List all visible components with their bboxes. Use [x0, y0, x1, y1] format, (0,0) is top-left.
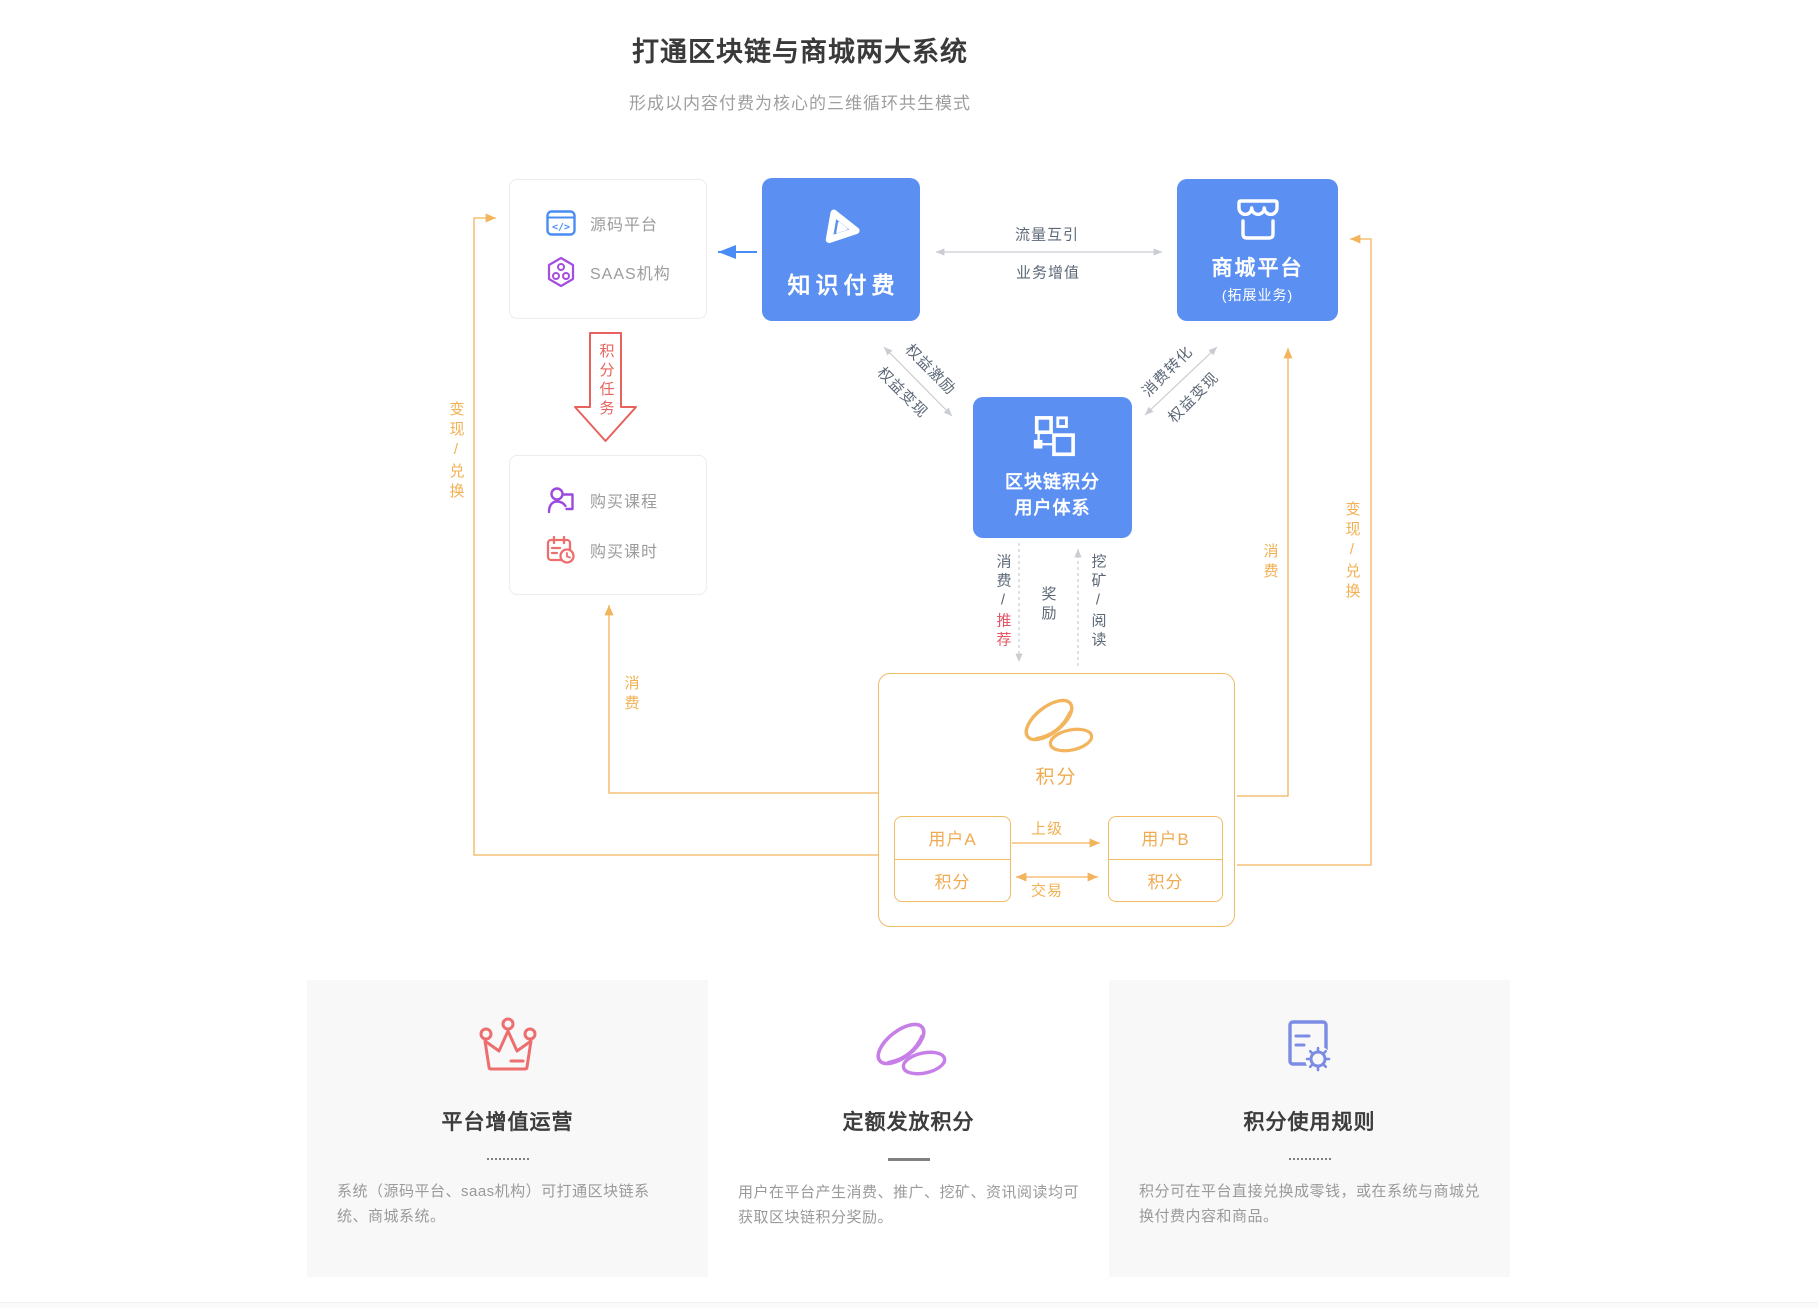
storefront-icon — [1236, 198, 1279, 240]
crown-icon — [479, 1017, 536, 1071]
connector-lines — [473, 213, 1372, 882]
mall-platform-label: 商城平台 — [1211, 256, 1304, 280]
mall-platform-sublabel: (拓展业务) — [1221, 286, 1294, 303]
purchase-box: 购买课程 购买课时 — [509, 455, 707, 595]
mining-reading-label: 挖矿/阅读 — [1089, 553, 1107, 651]
page-title: 打通区块链与商城两大系统 — [632, 37, 968, 67]
card-points-rules: 积分使用规则 积分可在平台直接兑换成零钱，或在系统与商城兑换付费内容和商品。 — [1109, 980, 1510, 1277]
points-task-label: 积分任务 — [597, 343, 615, 419]
card-desc: 系统（源码平台、saas机构）可打通区块链系统、商城系统。 — [337, 1183, 650, 1225]
card-title: 定额发放积分 — [842, 1111, 975, 1134]
card-divider — [887, 1158, 930, 1161]
coins-outline-icon — [875, 1022, 946, 1076]
buy-course-label: 购买课程 — [590, 494, 659, 511]
consume-promote-label: 消费/推荐 — [993, 554, 1014, 651]
play-icon — [825, 209, 860, 243]
card-title: 积分使用规则 — [1243, 1111, 1376, 1134]
promote-text: 推荐 — [994, 612, 1012, 651]
source-platform-label: 源码平台 — [590, 217, 659, 234]
calendar-clock-icon — [546, 535, 575, 564]
points-label: 积分 — [1035, 767, 1078, 788]
page-header: 打通区块链与商城两大系统 形成以内容付费为核心的三维循环共生模式 — [0, 30, 1600, 114]
user-b-points: 积分 — [1109, 858, 1222, 902]
card-points-issuance: 定额发放积分 用户在平台产生消费、推广、挖矿、资讯阅读均可获取区块链积分奖励。 — [708, 980, 1109, 1277]
coins-icon — [1024, 698, 1093, 753]
code-window-icon: </> — [546, 210, 576, 236]
mall-platform-box: 商城平台 (拓展业务) — [1177, 179, 1338, 321]
blockchain-points-box: 区块链积分 用户体系 — [973, 397, 1132, 538]
card-title: 平台增值运营 — [441, 1111, 574, 1134]
user-a-box: 用户A 积分 — [894, 816, 1011, 902]
knowledge-pay-box: 知识付费 — [762, 178, 920, 321]
page-subtitle: 形成以内容付费为核心的三维循环共生模式 — [629, 94, 971, 113]
buy-hours-row: 购买课时 — [546, 535, 706, 565]
buy-hours-label: 购买课时 — [590, 544, 659, 561]
superior-label: 上级 — [1030, 820, 1064, 838]
footer-strip — [0, 1302, 1818, 1308]
sources-box: </> 源码平台 SAAS机构 — [509, 179, 707, 319]
points-task-arrow — [574, 332, 637, 442]
cash-exchange-left-label: 变现/兑换 — [447, 401, 465, 503]
blockchain-label-line2: 用户体系 — [1014, 497, 1091, 518]
hexagon-nodes-icon — [547, 256, 575, 288]
reward-label: 奖励 — [1039, 586, 1057, 624]
consume-left-label: 消费 — [622, 675, 640, 715]
points-box: 积分 用户A 积分 用户B 积分 — [878, 673, 1235, 927]
user-a-points: 积分 — [895, 858, 1010, 902]
card-icon-wrap — [307, 1014, 708, 1080]
edge-traffic-top-label: 流量互引 — [1014, 226, 1080, 244]
card-icon-wrap — [708, 1014, 1109, 1080]
user-b-box: 用户B 积分 — [1108, 816, 1223, 902]
blockchain-points-label: 区块链积分 用户体系 — [1005, 469, 1100, 521]
document-gear-icon — [1287, 1020, 1331, 1072]
source-platform-row: </> 源码平台 — [546, 210, 706, 236]
svg-text:</>: </> — [552, 222, 570, 233]
buy-course-row: 购买课程 — [546, 485, 706, 515]
consume-slash-text: 消费/ — [994, 553, 1012, 613]
card-platform-operation: 平台增值运营 系统（源码平台、saas机构）可打通区块链系统、商城系统。 — [307, 980, 708, 1277]
cash-exchange-right-label: 变现/兑换 — [1343, 501, 1361, 603]
saas-org-row: SAAS机构 — [546, 256, 706, 288]
user-card-icon — [547, 487, 574, 514]
card-desc: 积分可在平台直接兑换成零钱，或在系统与商城兑换付费内容和商品。 — [1139, 1183, 1481, 1225]
blockchain-icon — [1033, 415, 1075, 456]
knowledge-pay-label: 知识付费 — [787, 271, 900, 298]
feature-cards: 平台增值运营 系统（源码平台、saas机构）可打通区块链系统、商城系统。 定额发… — [307, 980, 1510, 1277]
diagram: </> 源码平台 SAAS机构 — [447, 178, 1372, 927]
user-b-name: 用户B — [1141, 830, 1190, 850]
points-header: 积分 — [879, 690, 1234, 789]
trade-label: 交易 — [1030, 882, 1064, 900]
card-desc: 用户在平台产生消费、推广、挖矿、资讯阅读均可获取区块链积分奖励。 — [738, 1184, 1080, 1226]
card-icon-wrap — [1109, 1014, 1510, 1080]
blockchain-label-line1: 区块链积分 — [1005, 471, 1100, 492]
user-a-name: 用户A — [928, 830, 977, 850]
consume-right-label: 消费 — [1261, 543, 1279, 583]
card-divider — [1288, 1158, 1331, 1160]
saas-org-label: SAAS机构 — [590, 266, 671, 283]
card-divider — [486, 1158, 529, 1160]
edge-traffic-bottom-label: 业务增值 — [1015, 264, 1081, 282]
